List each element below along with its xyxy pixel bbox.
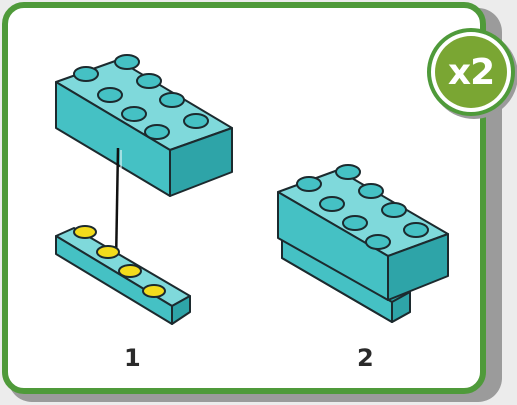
alignment-guide-line: [114, 147, 120, 265]
brick-studs: [73, 54, 209, 140]
plate-1x4-step1: [55, 225, 191, 325]
yellow-studs: [73, 225, 166, 298]
quantity-badge: x2: [427, 28, 515, 116]
assembled-brick-step2: [277, 164, 449, 323]
brick-2x4-step1: [55, 54, 233, 197]
step-number-2: 2: [357, 344, 374, 372]
step-number-1: 1: [124, 344, 141, 372]
quantity-badge-text: x2: [435, 36, 507, 108]
